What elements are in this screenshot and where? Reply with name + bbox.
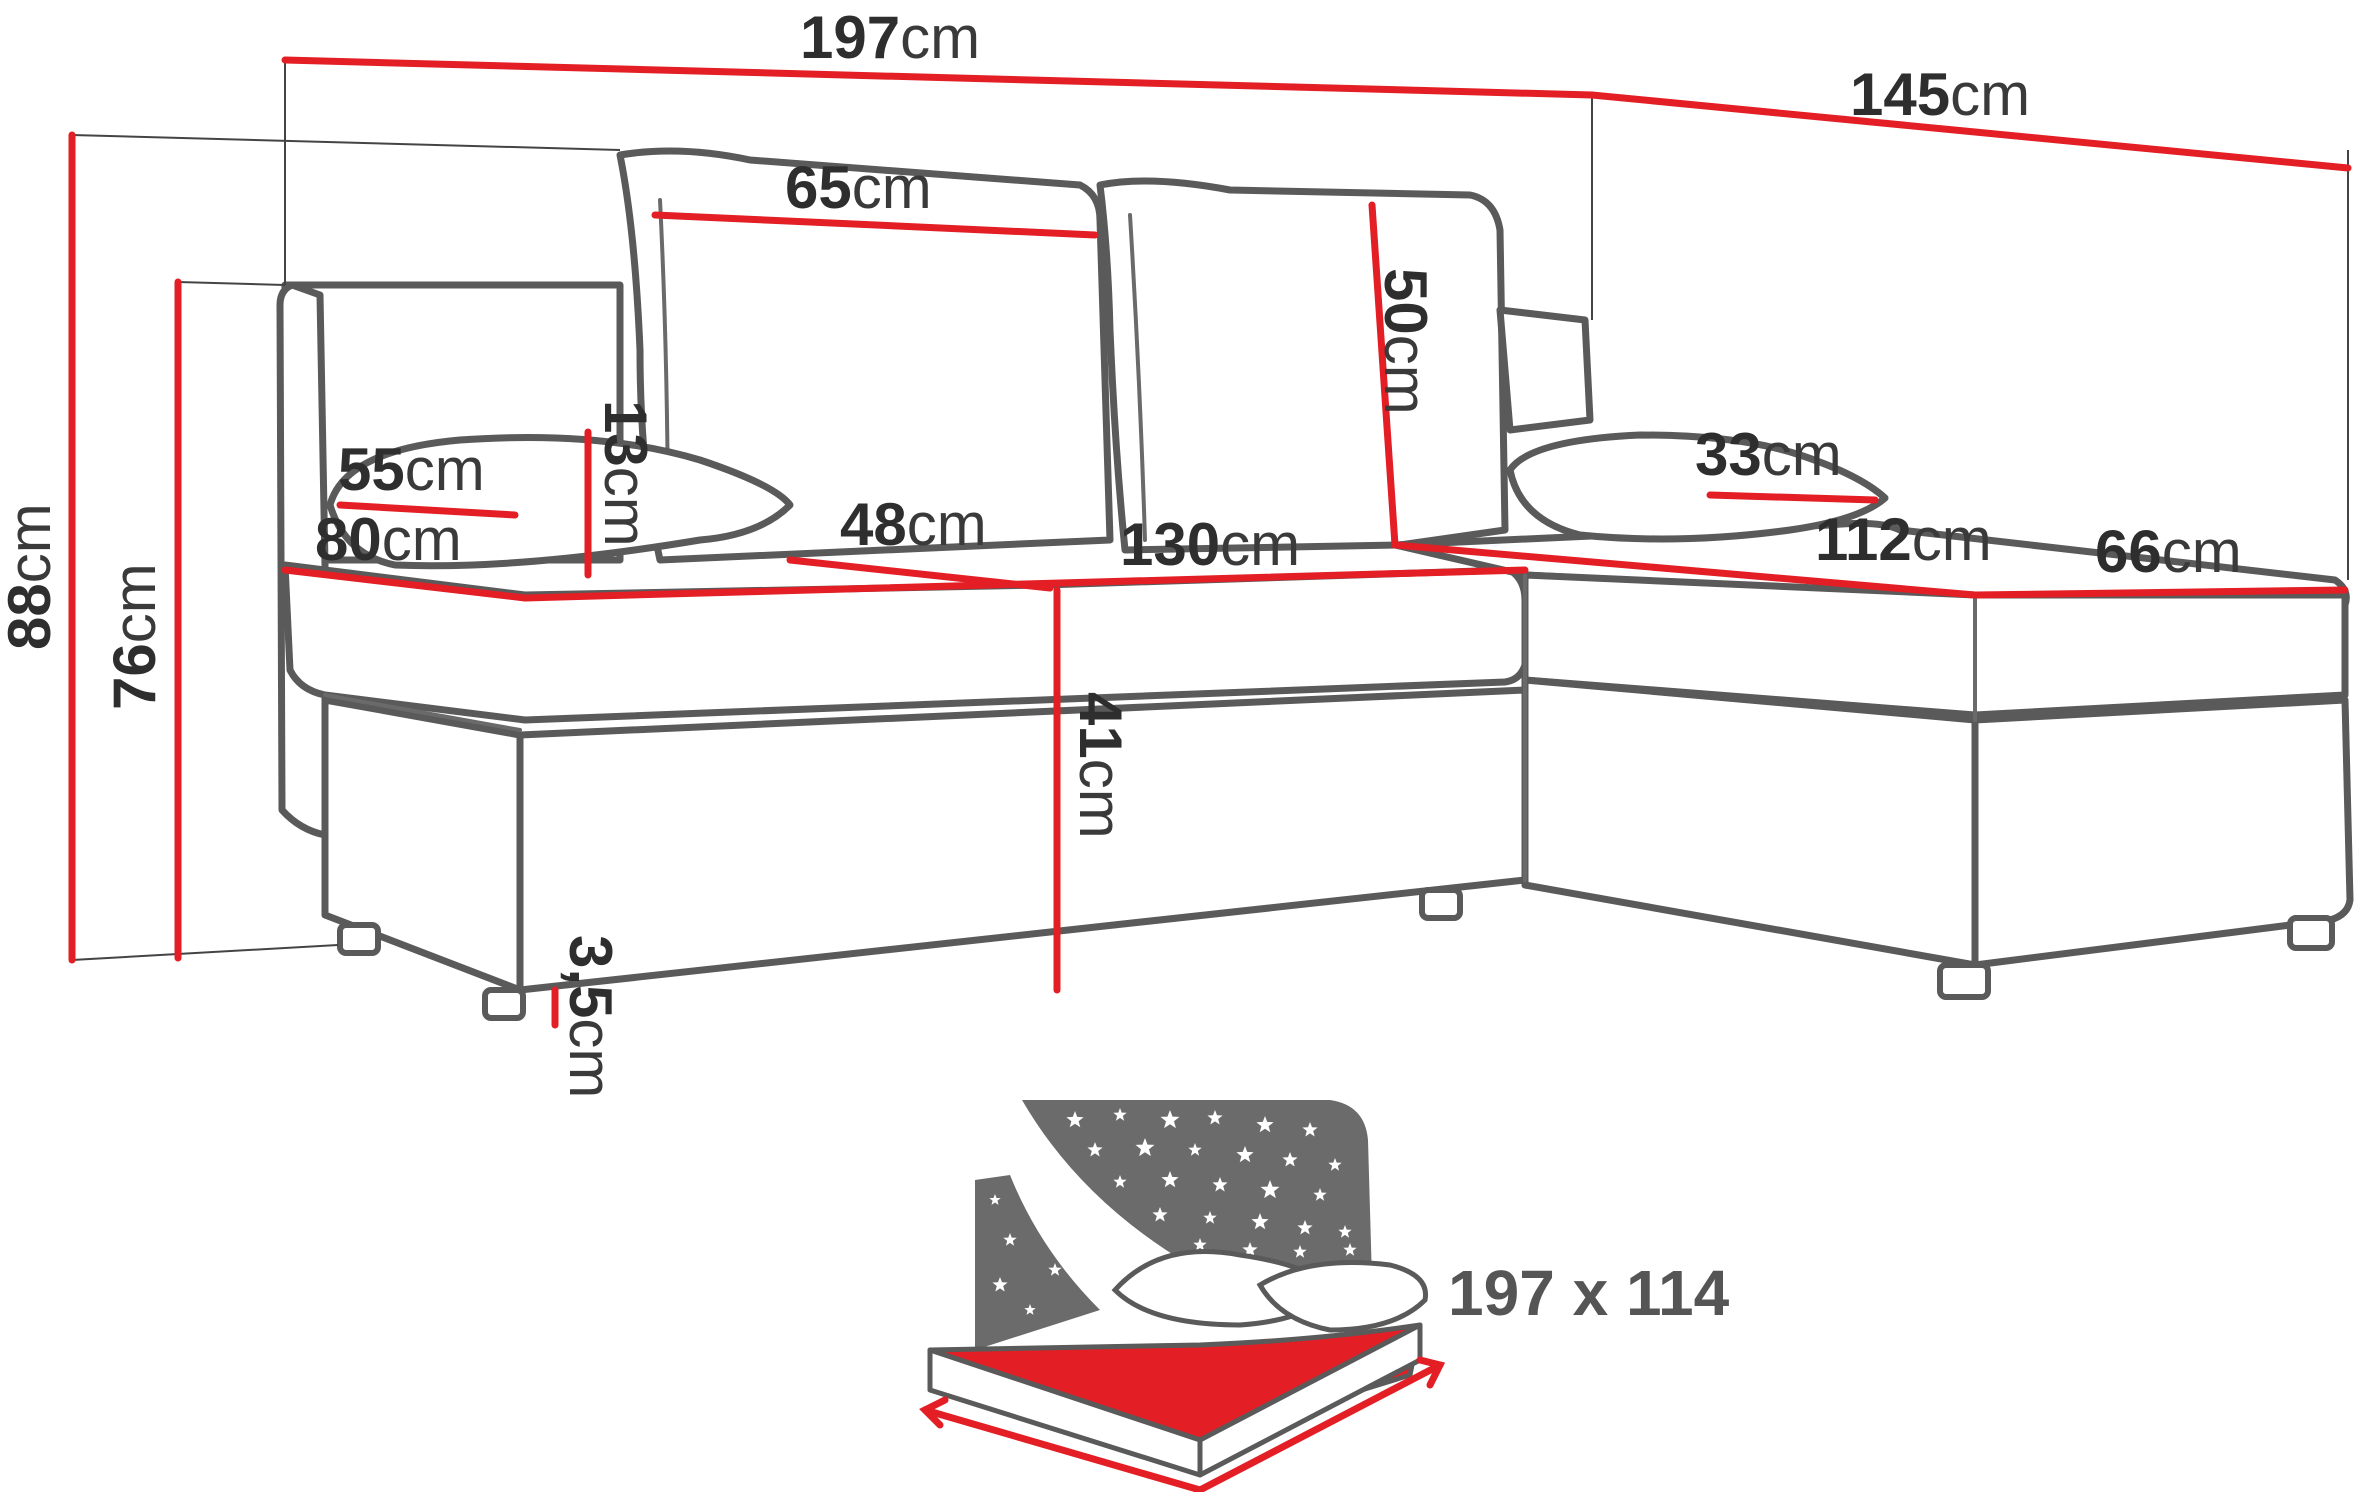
dim-line-chaise-width: [1588, 91, 2352, 172]
star-icon: [1087, 1142, 1103, 1157]
dim-line-seat-width: [521, 566, 1529, 602]
chaise-base: [1521, 676, 1979, 969]
night-panel: [1022, 1100, 1372, 1280]
star-icon: [1328, 1158, 1342, 1171]
star-icon: [1297, 1220, 1313, 1235]
bed-pillow: [1256, 1260, 1429, 1333]
star-icon: [1048, 1263, 1062, 1276]
star-icon: [1003, 1233, 1017, 1246]
label-seat-inner-depth: 48cm: [840, 491, 987, 558]
star-icon: [989, 1108, 1357, 1315]
star-icon: [1212, 1177, 1228, 1192]
dim-line-chaise-length: [1391, 541, 1979, 599]
back-cushion-right: [1096, 177, 1509, 554]
star-icon: [1135, 1138, 1155, 1157]
star-icon: [1024, 1304, 1036, 1315]
star-icon: [1293, 1245, 1307, 1258]
label-seat-width: 130cm: [1120, 511, 1300, 578]
left-pillow: [326, 434, 794, 570]
label-pillow-left-height: 13cm: [592, 400, 659, 547]
leg-middle: [1419, 887, 1463, 921]
leg-front-right: [1937, 962, 1991, 1000]
star-icon: [1161, 1171, 1179, 1188]
dim-line-chaise-depth: [1971, 586, 2349, 599]
star-icon: [1343, 1243, 1357, 1256]
dimension-lines: [68, 56, 2352, 1029]
leg-back-right: [2287, 915, 2335, 951]
label-chaise-length: 112cm: [1815, 506, 1992, 573]
arrow-bed-width: [1196, 1361, 1444, 1492]
star-icon: [1260, 1180, 1280, 1199]
star-icon: [1302, 1122, 1318, 1137]
arrow-bed-length: [921, 1406, 1204, 1492]
label-pillow-left-width: 55cm: [338, 436, 485, 503]
star-icon: [1338, 1225, 1352, 1238]
leg-front-mid: [482, 987, 526, 1021]
dim-line-pillow-left-width: [336, 501, 519, 519]
base-seam: [323, 693, 522, 732]
star-icon: [989, 1194, 1001, 1205]
bed-night-icon: 197 x 114: [919, 1100, 1730, 1492]
label-chaise-depth: 66cm: [2095, 518, 2242, 585]
star-icon: [1113, 1175, 1127, 1188]
star-icon: [1242, 1242, 1258, 1257]
arrow-head: [919, 1396, 949, 1429]
label-seat-depth: 80cm: [315, 506, 462, 573]
night-panel: [975, 1175, 1100, 1350]
star-icon: [1203, 1211, 1217, 1224]
star-icon: [992, 1277, 1008, 1292]
label-leg-height: 3,5cm: [557, 935, 624, 1098]
star-icon: [1188, 1143, 1202, 1156]
star-icon: [1236, 1146, 1254, 1163]
label-cushion-width: 65cm: [785, 154, 932, 221]
sofa-base-front: [516, 686, 1529, 994]
dim-line-cushion-height: [1368, 201, 1399, 549]
star-icon: [1313, 1188, 1327, 1201]
cushion-seam: [1128, 213, 1147, 542]
label-pillow-right-width: 33cm: [1695, 421, 1842, 488]
star-icon: [1256, 1116, 1274, 1133]
right-pillow: [1506, 431, 1889, 543]
sleeping-area-label: 197 x 114: [1448, 1257, 1730, 1329]
leg-front-left: [337, 922, 381, 956]
label-cushion-height: 50cm: [1372, 268, 1439, 415]
star-icon: [1113, 1108, 1127, 1121]
dim-line-pillow-right-width: [1706, 491, 1879, 504]
star-icon: [1282, 1152, 1298, 1167]
label-back-height: 76cm: [101, 563, 168, 710]
dimension-labels: 197cm 145cm 65cm 50cm 55cm 13cm 33cm 80c…: [0, 4, 2242, 1098]
label-chaise-width: 145cm: [1850, 61, 2030, 128]
star-icon: [1251, 1213, 1269, 1230]
sofa-outline: [276, 147, 2354, 1021]
arrow-head: [1416, 1356, 1446, 1389]
star-icon: [1066, 1111, 1084, 1128]
label-total-width: 197cm: [800, 4, 980, 71]
star-icon: [1207, 1110, 1223, 1125]
dim-line-cushion-width: [651, 211, 1099, 239]
star-icon: [1160, 1110, 1180, 1129]
label-seat-height: 41cm: [1067, 692, 1134, 839]
star-icon: [1193, 1238, 1207, 1251]
dim-line-total-width: [281, 56, 1596, 99]
star-icon: [1152, 1207, 1168, 1222]
chaise-backrest: [1496, 306, 1594, 434]
dim-line-seat-depth: [281, 566, 529, 602]
label-total-height: 88cm: [0, 503, 63, 650]
